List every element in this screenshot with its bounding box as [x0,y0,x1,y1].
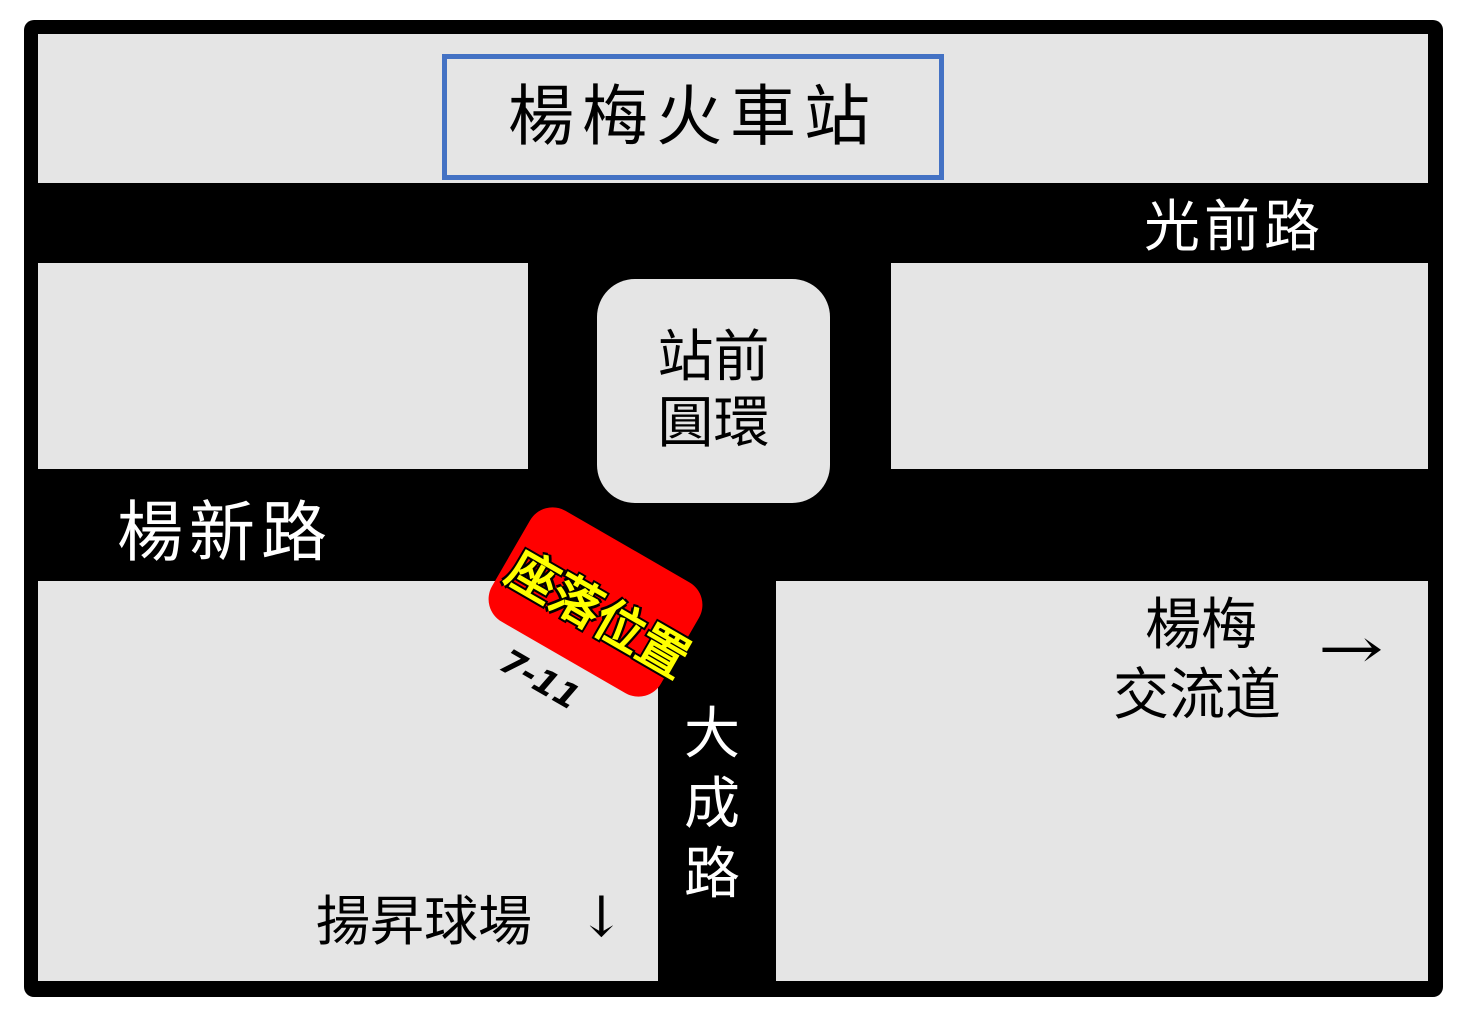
road-label-dacheng-char2: 成 [684,772,740,837]
interchange-label-line2: 交流道 [1113,663,1281,728]
road-label-guangqian: 光前路 [1144,195,1324,260]
interchange-arrow-icon: → [1318,617,1384,682]
block-middle-left [38,263,528,469]
roundabout: 站前 圓環 [597,279,830,503]
ballpark-arrow-icon: ↓ [578,885,625,950]
block-middle-right [891,263,1428,469]
road-label-dacheng: 大 成 路 [684,700,740,910]
interchange-label-line1: 楊梅 [1145,593,1257,658]
ballpark-label: 揚昇球場 [316,890,532,953]
roundabout-label-line1: 站前 [657,325,770,390]
train-station-label: 楊梅火車站 [508,78,878,155]
road-label-yangxin: 楊新路 [117,494,333,571]
roundabout-label-line2: 圓環 [657,391,770,456]
block-bottom-right [776,581,1428,981]
train-station-box: 楊梅火車站 [442,54,944,180]
road-label-dacheng-char1: 大 [684,702,740,767]
road-label-dacheng-char3: 路 [684,842,740,907]
